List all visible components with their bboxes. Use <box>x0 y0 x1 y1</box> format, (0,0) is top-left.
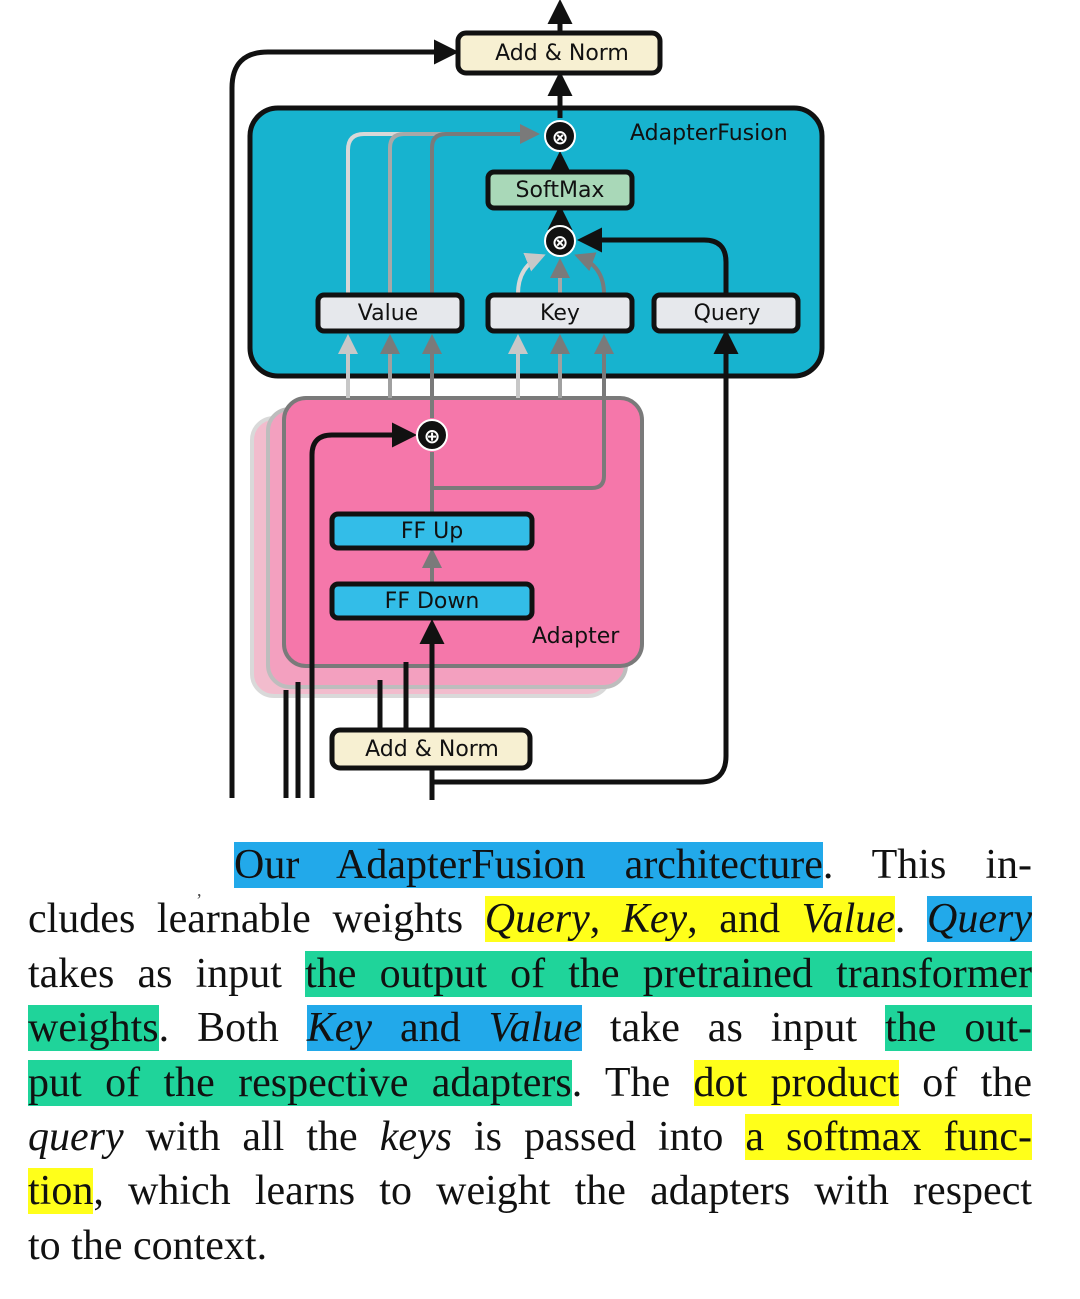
adapter-output-to-key <box>432 334 614 490</box>
highlighted-phrase: weights <box>28 1005 159 1052</box>
highlighted-phrase: the output of the pretrained transformer <box>305 950 1033 997</box>
highlighted-phrase: a softmax func- <box>745 1113 1032 1160</box>
highlighted-phrase: Key <box>306 1005 373 1052</box>
caption-text: cludes learnable weights <box>28 896 485 943</box>
query-box: Query <box>651 292 801 334</box>
highlighted-phrase: Value <box>801 896 895 943</box>
caption-line: cludes learnable weights Query, Key, and… <box>28 892 1033 946</box>
caption-text: . The <box>571 1059 694 1106</box>
top-add-norm-box: Add & Norm <box>455 30 663 76</box>
highlighted-phrase: Key <box>621 896 688 943</box>
ff-up-label: FF Up <box>401 519 463 544</box>
softmax-box: SoftMax <box>485 169 635 211</box>
caption-text: keys <box>379 1113 452 1160</box>
key-label: Key <box>540 301 580 326</box>
bottom-add-norm-box: Add & Norm <box>329 727 533 771</box>
add-op: ⊕ <box>416 419 448 451</box>
caption-text: of the <box>898 1059 1032 1106</box>
multiply-op-bottom: ⊗ <box>544 225 576 257</box>
highlighted-phrase: put of the respective adapters <box>28 1059 572 1106</box>
highlighted-phrase: the out- <box>885 1005 1032 1052</box>
residual-line-outer <box>229 39 459 798</box>
ff-down-label: FF Down <box>385 589 480 614</box>
bottom-add-norm-label: Add & Norm <box>365 737 499 762</box>
key-to-mult-light <box>516 252 546 295</box>
highlighted-phrase: Query <box>927 896 1033 943</box>
highlighted-phrase: and <box>372 1005 489 1052</box>
caption-text: is passed into <box>451 1113 746 1160</box>
highlighted-phrase: dot product <box>693 1059 899 1106</box>
highlighted-phrase: Value <box>488 1005 582 1052</box>
ff-down-box: FF Down <box>329 581 535 621</box>
top-add-norm-label: Add & Norm <box>495 41 629 66</box>
stray-mark: , <box>197 880 202 900</box>
caption-line: put of the respective adapters. The dot … <box>28 1056 1032 1110</box>
caption-text: . <box>894 896 928 943</box>
value-to-mult-light <box>346 132 536 294</box>
adapterfusion-diagram: Add & Norm AdapterFusion SoftMax Value K… <box>229 0 825 800</box>
query-input-line <box>432 329 739 785</box>
caption-line: to the context. <box>28 1219 1032 1273</box>
caption-line: tion, which learns to weight the adapter… <box>28 1164 1032 1218</box>
adapterfusion-label: AdapterFusion <box>630 121 788 146</box>
add-symbol: ⊕ <box>424 424 441 448</box>
value-to-mult-dark <box>430 124 540 294</box>
value-label: Value <box>358 301 418 326</box>
caption-line: takes as input the output of the pretrai… <box>28 947 1033 1001</box>
caption-text: . This in- <box>822 842 1032 888</box>
caption-line: query with all the keys is passed into a… <box>28 1110 1032 1164</box>
highlighted-phrase: tion <box>28 1168 94 1215</box>
highlighted-phrase: , and <box>687 896 802 943</box>
highlighted-phrase: , <box>589 896 622 943</box>
adapterfusion-box <box>247 105 825 379</box>
caption-line: Our AdapterFusion architecture. This in- <box>28 838 1032 892</box>
adapter-label: Adapter <box>532 624 620 649</box>
figure-caption: Our AdapterFusion architecture. This in-… <box>28 838 1033 1273</box>
query-label: Query <box>694 301 761 326</box>
adapter-residual-line <box>309 422 417 798</box>
value-to-mult-mid <box>388 132 536 294</box>
key-to-mult-dark <box>574 252 606 295</box>
multiply-symbol-bottom: ⊗ <box>552 230 569 254</box>
caption-text: take as input <box>581 1005 886 1052</box>
caption-text: with all the <box>123 1113 380 1160</box>
query-to-mult <box>577 227 729 294</box>
caption-text: query <box>28 1113 124 1160</box>
key-box: Key <box>485 292 635 334</box>
multiply-symbol-top: ⊗ <box>552 125 569 149</box>
softmax-label: SoftMax <box>516 178 605 203</box>
value-box: Value <box>315 292 465 334</box>
caption-text: takes as input <box>28 950 306 997</box>
caption-text: . Both <box>158 1005 307 1052</box>
highlighted-phrase: Our AdapterFusion architecture <box>234 842 823 888</box>
caption-text: , which learns to weight the adapters wi… <box>93 1168 1032 1215</box>
ff-up-box: FF Up <box>329 511 535 551</box>
caption-text: to the context. <box>28 1222 268 1269</box>
multiply-op-top: ⊗ <box>544 120 576 152</box>
caption-line: weights. Both Key and Value take as inpu… <box>28 1001 1032 1055</box>
highlighted-phrase: Query <box>484 896 590 943</box>
